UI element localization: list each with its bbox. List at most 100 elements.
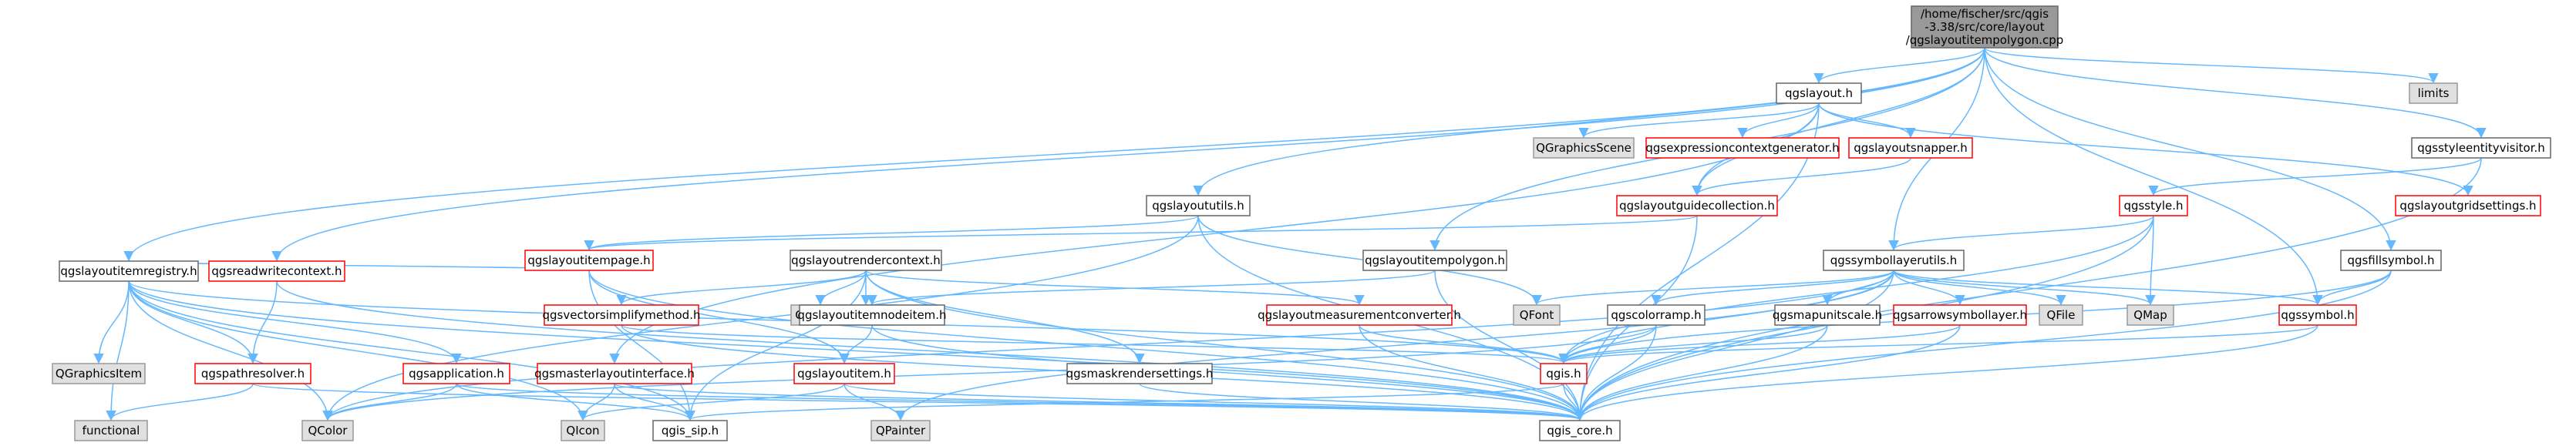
node-box bbox=[2278, 304, 2357, 326]
edge-qgslayoutitempolygon_h-to-qgis_core_h bbox=[1434, 270, 1585, 421]
node-qgslayoutmeasurementconverter-h[interactable]: qgslayoutmeasurementconverter.h bbox=[1258, 304, 1461, 326]
node-box bbox=[1266, 304, 1453, 326]
node-box bbox=[524, 250, 654, 271]
node-box bbox=[1362, 250, 1507, 271]
edge-qgslayoutitem_h-to-qgis_core_h bbox=[844, 383, 1585, 421]
node-qgslayoutitempolygon-h[interactable]: qgslayoutitempolygon.h bbox=[1362, 250, 1507, 271]
node-label: qgsstyleentityvisitor.h bbox=[2417, 141, 2545, 155]
node-qgsmasterlayoutinterface-h[interactable]: qgsmasterlayoutinterface.h bbox=[534, 363, 695, 384]
node-qgssymbollayerutils-h[interactable]: qgssymbollayerutils.h bbox=[1823, 250, 1965, 271]
node-qgslayoutitem-h[interactable]: qgslayoutitem.h bbox=[793, 363, 895, 384]
node-label: qgslayout.h bbox=[1785, 86, 1853, 100]
edge-qgslayoutmeasurementconverter_h-to-qgis_core_h bbox=[1359, 324, 1585, 421]
node-box bbox=[1645, 137, 1840, 159]
node-box bbox=[1533, 137, 1635, 159]
node-qgslayoutitempage-h[interactable]: qgslayoutitempage.h bbox=[524, 250, 654, 271]
edge-qgscolorramp_h-to-qgis_core_h bbox=[1574, 324, 1657, 421]
node-label: qgslayoutitempage.h bbox=[527, 253, 650, 267]
edge-qgslayout_h-to-qgsexpressioncontextgenerator_h bbox=[1737, 102, 1820, 139]
edge-qgslayoutitempage_h-to-qgis_core_h bbox=[588, 270, 1585, 421]
node-box bbox=[793, 363, 895, 384]
edge-qgsvectorsimplifymethod_h-to-qgis_h bbox=[621, 324, 1569, 364]
edge-root-to-qgsstyleentityvisitor_h bbox=[1984, 47, 2487, 139]
node-box bbox=[1848, 137, 1973, 159]
edge-qgslayout_h-to-qgis_core_h bbox=[1574, 102, 1820, 421]
node-label: qgsexpressioncontextgenerator.h bbox=[1645, 141, 1839, 155]
node-qgsfillsymbol-h[interactable]: qgsfillsymbol.h bbox=[2340, 250, 2442, 271]
node-qgssymbol-h[interactable]: qgssymbol.h bbox=[2278, 304, 2357, 326]
node-label: qgsarrowsymbollayer.h bbox=[1893, 308, 2027, 322]
node-qgscolorramp-h[interactable]: qgscolorramp.h bbox=[1607, 304, 1706, 326]
node-layer: /home/fischer/src/qgis-3.38/src/core/lay… bbox=[52, 5, 2551, 441]
edge-qgsstyle_h-to-qgssymbollayerutils_h bbox=[1888, 215, 2154, 251]
edge-qgssymbol_h-to-qgis_core_h bbox=[1574, 324, 2318, 421]
node-qpainter: QPainter bbox=[870, 420, 931, 441]
node-label: qgslayoutitem.h bbox=[797, 367, 891, 381]
edge-qgsreadwritecontext_h-to-qgis_core_h bbox=[276, 280, 1585, 421]
node-label: qgsstyle.h bbox=[2123, 199, 2183, 213]
node-box bbox=[2411, 137, 2551, 159]
node-qgslayoutitemnodeitem-h[interactable]: qgslayoutitemnodeitem.h bbox=[797, 304, 947, 326]
node-qgsstyleentityvisitor-h[interactable]: qgsstyleentityvisitor.h bbox=[2411, 137, 2551, 159]
node-label: qgslayoutitemnodeitem.h bbox=[797, 308, 946, 322]
node-box bbox=[1823, 250, 1965, 271]
node-qgsmaskrendersettings-h[interactable]: qgsmaskrendersettings.h bbox=[1066, 363, 1214, 384]
node-qgraphicsscene: QGraphicsScene bbox=[1533, 137, 1635, 159]
node-label: qgspathresolver.h bbox=[201, 367, 305, 381]
node-box bbox=[2340, 250, 2442, 271]
node-label: qgscolorramp.h bbox=[1611, 308, 1701, 322]
node-qgslayoutsnapper-h[interactable]: qgslayoutsnapper.h bbox=[1848, 137, 1973, 159]
edge-qgsstyle_h-to-qmap bbox=[2145, 215, 2156, 306]
node-box bbox=[1066, 363, 1213, 384]
node-qgslayout-h[interactable]: qgslayout.h bbox=[1776, 82, 1862, 104]
node-qgsarrowsymbollayer-h[interactable]: qgsarrowsymbollayer.h bbox=[1893, 304, 2027, 326]
edge-qgsmapunitscale_h-to-qgis_core_h bbox=[1574, 324, 1828, 421]
edge-root-to-qgsfillsymbol_h bbox=[1984, 47, 2396, 251]
node-label: qgslayoutrendercontext.h bbox=[791, 253, 941, 267]
node-qgslayoututils-h[interactable]: qgslayoututils.h bbox=[1146, 195, 1251, 216]
edge-qgsmaskrendersettings_h-to-qgis_core_h bbox=[1139, 383, 1585, 421]
node-label: qgis_core.h bbox=[1547, 424, 1612, 438]
node-label: QMap bbox=[2133, 308, 2167, 322]
edge-root-to-qgssymbol_h bbox=[1984, 47, 2323, 306]
node-qgis-h[interactable]: qgis.h bbox=[1540, 363, 1588, 384]
node-box bbox=[1539, 420, 1621, 441]
node-qgslayoutitemregistry-h[interactable]: qgslayoutitemregistry.h bbox=[59, 260, 199, 282]
node-box bbox=[59, 260, 199, 282]
node-label: qgis.h bbox=[1546, 367, 1581, 381]
node-box bbox=[208, 260, 345, 282]
node-qgis-core-h[interactable]: qgis_core.h bbox=[1539, 420, 1621, 441]
node-box bbox=[1893, 304, 2027, 326]
edge-qgslayout_h-to-qgslayoutgridsettings_h bbox=[1818, 102, 2473, 196]
node-qgspathresolver-h[interactable]: qgspathresolver.h bbox=[194, 363, 311, 384]
node-qgsmapunitscale-h[interactable]: qgsmapunitscale.h bbox=[1773, 304, 1882, 326]
edge-qgslayoututils_h-to-qgslayoutitempage_h bbox=[584, 215, 1199, 251]
edge-qgslayout_h-to-qgraphicsscene bbox=[1578, 102, 1820, 139]
node-box bbox=[74, 420, 148, 441]
node-qgslayoutgridsettings-h[interactable]: qgslayoutgridsettings.h bbox=[2395, 195, 2541, 216]
node-label: qgsreadwritecontext.h bbox=[211, 264, 342, 278]
edge-qgslayoutitem_h-to-qpainter bbox=[844, 383, 906, 421]
edge-qgssymbollayerutils_h-to-qgssymbol_h bbox=[1893, 270, 2323, 306]
node-box bbox=[1616, 195, 1778, 216]
node-qgis-sip-h[interactable]: qgis_sip.h bbox=[652, 420, 728, 441]
node-qgsapplication-h[interactable]: qgsapplication.h bbox=[402, 363, 510, 384]
edge-qgslayoutitemregistry_h-to-qcolor bbox=[128, 280, 333, 421]
node-box bbox=[790, 250, 942, 271]
node-qgslayoutrendercontext-h[interactable]: qgslayoutrendercontext.h bbox=[790, 250, 942, 271]
edge-qgslayoutitemregistry_h-to-qgis_sip_h bbox=[128, 280, 695, 421]
node-qgsexpressioncontextgenerator-h[interactable]: qgsexpressioncontextgenerator.h bbox=[1645, 137, 1840, 159]
node-label: qgslayoutitemregistry.h bbox=[60, 264, 197, 278]
node-qgsvectorsimplifymethod-h[interactable]: qgsvectorsimplifymethod.h bbox=[543, 304, 701, 326]
node-qgslayoutguidecollection-h[interactable]: qgslayoutguidecollection.h bbox=[1616, 195, 1778, 216]
node-box bbox=[799, 304, 945, 326]
node-functional: functional bbox=[74, 420, 148, 441]
node-qgsreadwritecontext-h[interactable]: qgsreadwritecontext.h bbox=[208, 260, 345, 282]
node-box bbox=[402, 363, 510, 384]
node-qgsstyle-h[interactable]: qgsstyle.h bbox=[2119, 195, 2188, 216]
node-box bbox=[1911, 5, 2059, 49]
node-root[interactable]: /home/fischer/src/qgis-3.38/src/core/lay… bbox=[1906, 5, 2064, 49]
edge-qgslayoutrendercontext_h-to-qtglobal bbox=[815, 270, 867, 306]
node-label: qgssymbollayerutils.h bbox=[1830, 253, 1957, 267]
node-qcolor: QColor bbox=[301, 420, 354, 441]
